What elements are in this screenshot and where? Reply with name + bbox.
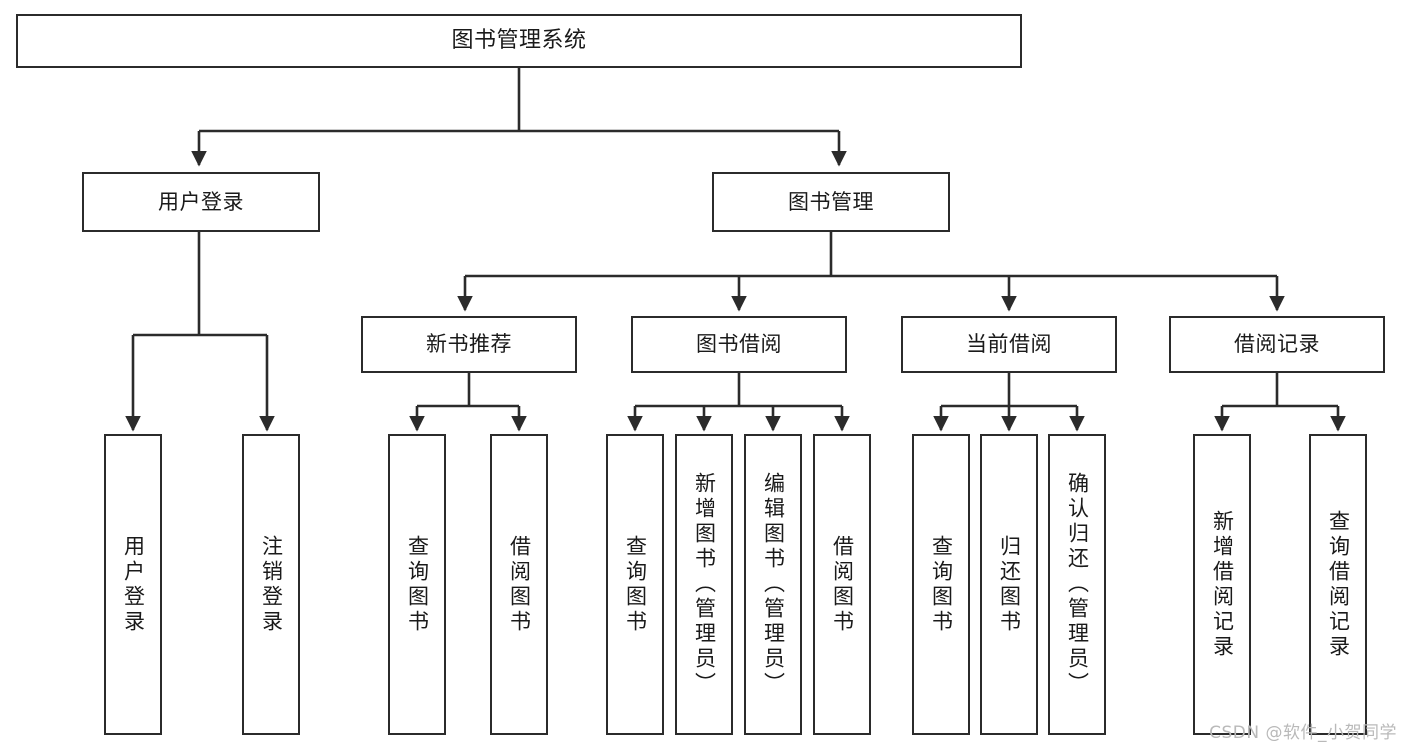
leaf-query-book-current[interactable]: 查询图书 xyxy=(912,434,970,735)
node-book-borrow[interactable]: 图书借阅 xyxy=(631,316,847,373)
leaf-logout[interactable]: 注销登录 xyxy=(242,434,300,735)
node-book-management[interactable]: 图书管理 xyxy=(712,172,950,232)
node-label: 用户登录 xyxy=(158,189,244,214)
node-label: 查询图书 xyxy=(929,534,954,635)
leaf-borrow-book-recommend[interactable]: 借阅图书 xyxy=(490,434,548,735)
leaf-query-book-borrow[interactable]: 查询图书 xyxy=(606,434,664,735)
node-label: 查询借阅记录 xyxy=(1326,509,1351,660)
leaf-edit-book-admin[interactable]: 编辑图书（管理员） xyxy=(744,434,802,735)
node-label: 查询图书 xyxy=(405,534,430,635)
node-label: 新增图书（管理员） xyxy=(692,472,717,697)
node-label: 归还图书 xyxy=(997,534,1022,635)
leaf-confirm-return-admin[interactable]: 确认归还（管理员） xyxy=(1048,434,1106,735)
node-current-borrow[interactable]: 当前借阅 xyxy=(901,316,1117,373)
node-label: 确认归还（管理员） xyxy=(1065,472,1090,697)
leaf-add-borrow-record[interactable]: 新增借阅记录 xyxy=(1193,434,1251,735)
node-label: 图书借阅 xyxy=(696,332,782,356)
node-label: 图书管理系统 xyxy=(451,28,587,53)
node-label: 注销登录 xyxy=(259,534,284,635)
node-label: 用户登录 xyxy=(121,534,146,635)
node-new-book-recommend[interactable]: 新书推荐 xyxy=(361,316,577,373)
node-root-system[interactable]: 图书管理系统 xyxy=(16,14,1022,68)
leaf-borrow-book[interactable]: 借阅图书 xyxy=(813,434,871,735)
node-label: 借阅图书 xyxy=(830,534,855,635)
node-label: 当前借阅 xyxy=(966,332,1052,356)
watermark-text: CSDN @软件_小贺同学 xyxy=(1209,723,1397,743)
node-label: 借阅记录 xyxy=(1234,332,1320,356)
leaf-query-borrow-record[interactable]: 查询借阅记录 xyxy=(1309,434,1367,735)
leaf-return-book[interactable]: 归还图书 xyxy=(980,434,1038,735)
node-label: 借阅图书 xyxy=(507,534,532,635)
node-label: 查询图书 xyxy=(623,534,648,635)
node-label: 编辑图书（管理员） xyxy=(761,472,786,697)
node-label: 新增借阅记录 xyxy=(1210,509,1235,660)
node-borrow-record[interactable]: 借阅记录 xyxy=(1169,316,1385,373)
node-label: 图书管理 xyxy=(788,189,874,214)
leaf-user-login[interactable]: 用户登录 xyxy=(104,434,162,735)
node-label: 新书推荐 xyxy=(426,332,512,356)
leaf-query-book-recommend[interactable]: 查询图书 xyxy=(388,434,446,735)
leaf-add-book-admin[interactable]: 新增图书（管理员） xyxy=(675,434,733,735)
node-user-login[interactable]: 用户登录 xyxy=(82,172,320,232)
